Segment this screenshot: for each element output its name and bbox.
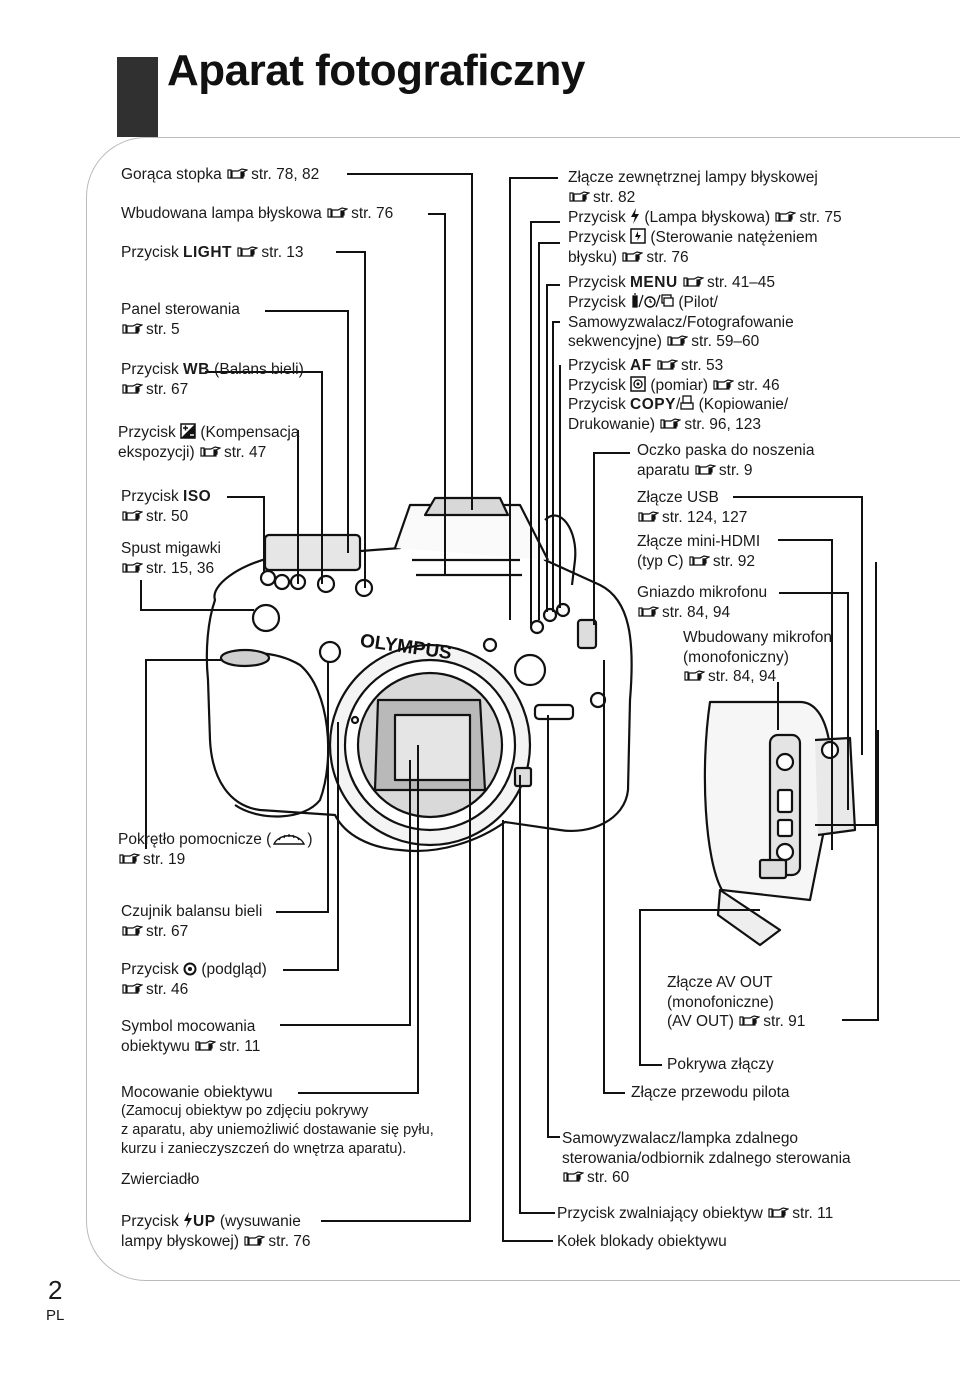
hand-pointer-icon bbox=[244, 1234, 266, 1246]
label-light-button: Przycisk LIGHT str. 13 bbox=[121, 244, 304, 261]
hand-pointer-icon bbox=[200, 445, 221, 457]
hand-pointer-icon bbox=[122, 982, 143, 994]
hand-pointer-icon bbox=[638, 510, 659, 522]
flash-icon bbox=[631, 208, 640, 224]
preview-icon bbox=[183, 962, 197, 976]
hand-pointer-icon bbox=[563, 1171, 584, 1182]
label-af-button: Przycisk AF str. 53 bbox=[568, 357, 724, 374]
hand-pointer-icon bbox=[622, 250, 644, 262]
hand-pointer-icon bbox=[227, 168, 249, 179]
label-microphone-jack: Gniazdo mikrofonu str. 84, 94 bbox=[637, 584, 768, 621]
label-preview-button: Przycisk (podgląd) str. 46 bbox=[121, 961, 267, 998]
label-usb-connector: Złącze USB str. 124, 127 bbox=[637, 489, 748, 526]
label-remote-cable-connector: Złącze przewodu pilota bbox=[631, 1084, 790, 1101]
label-flash-button: Przycisk (Lampa błyskowa) str. 75 bbox=[568, 208, 842, 226]
label-menu-button: Przycisk MENU str. 41–45 bbox=[568, 274, 776, 291]
hand-pointer-icon bbox=[695, 463, 716, 475]
hand-pointer-icon bbox=[119, 852, 140, 864]
hand-pointer-icon bbox=[122, 509, 143, 521]
label-lens-mount-note: (Zamocuj obiektyw po zdjęciu pokrywy z a… bbox=[121, 1103, 434, 1157]
label-shutter-release: Spust migawki str. 15, 36 bbox=[121, 540, 221, 577]
label-iso-button: Przycisk ISO str. 50 bbox=[121, 488, 212, 525]
page-title: Aparat fotograficzny bbox=[167, 46, 585, 95]
hand-pointer-icon bbox=[237, 246, 259, 257]
hand-pointer-icon bbox=[122, 924, 143, 936]
label-sub-dial: Pokrętło pomocnicze () str. 19 bbox=[118, 831, 313, 868]
page-number: 2 bbox=[48, 1275, 63, 1305]
label-mirror: Zwierciadło bbox=[121, 1171, 200, 1188]
flash-icon bbox=[184, 1212, 193, 1228]
hand-pointer-icon bbox=[667, 335, 689, 346]
label-lens-mount-mark: Symbol mocowania obiektywu str. 11 bbox=[121, 1018, 261, 1055]
exposure-compensation-icon bbox=[180, 423, 196, 439]
sub-dial-icon bbox=[273, 834, 306, 845]
print-icon bbox=[680, 395, 694, 410]
hand-pointer-icon bbox=[122, 561, 143, 573]
hand-pointer-icon bbox=[739, 1015, 761, 1026]
hand-pointer-icon bbox=[775, 211, 797, 222]
hand-pointer-icon bbox=[684, 670, 705, 681]
label-copy-button: Przycisk COPY/ (Kopiowanie/ Drukowanie) … bbox=[568, 395, 789, 433]
label-lens-release-button: Przycisk zwalniający obiektyw str. 11 bbox=[557, 1205, 834, 1222]
label-exposure-compensation: Przycisk (Kompensacja ekspozycji) str. 4… bbox=[118, 423, 300, 461]
label-av-out-connector: Złącze AV OUT (monofoniczne) (AV OUT) st… bbox=[667, 974, 806, 1030]
label-hdmi-connector: Złącze mini-HDMI (typ C) str. 92 bbox=[637, 533, 761, 570]
metering-icon bbox=[630, 376, 646, 392]
label-lens-mount: Mocowanie obiektywu bbox=[121, 1084, 273, 1101]
label-control-panel: Panel sterowania str. 5 bbox=[121, 301, 240, 338]
hand-pointer-icon bbox=[327, 207, 349, 218]
hand-pointer-icon bbox=[569, 190, 590, 202]
hand-pointer-icon bbox=[657, 359, 678, 370]
label-wb-button: Przycisk WB (Balans bieli) str. 67 bbox=[121, 361, 304, 398]
label-flash-up-button: Przycisk UP (wysuwanie lampy błyskowej) … bbox=[121, 1212, 311, 1250]
page-language: PL bbox=[46, 1307, 65, 1324]
label-flash-intensity-button: Przycisk (Sterowanie natężeniem błysku) … bbox=[568, 228, 818, 266]
label-metering-button: Przycisk (pomiar) str. 46 bbox=[568, 376, 780, 394]
header bbox=[0, 0, 960, 148]
label-connector-cover: Pokrywa złączy bbox=[667, 1056, 774, 1073]
label-self-timer-lamp: Samowyzwalacz/lampka zdalnego sterowania… bbox=[562, 1130, 851, 1186]
hand-pointer-icon bbox=[638, 605, 659, 617]
label-hot-shoe: Gorąca stopka str. 78, 82 bbox=[121, 166, 320, 183]
label-lens-lock-pin: Kołek blokady obiektywu bbox=[557, 1233, 727, 1250]
label-wb-sensor: Czujnik balansu bieli str. 67 bbox=[121, 903, 263, 940]
label-drive-button: Przycisk (Pilot/ Samowyzwalacz/Fotografo… bbox=[568, 293, 794, 350]
title-bar-block bbox=[117, 57, 158, 137]
label-external-flash-connector: Złącze zewnętrznej lampy błyskowej str. … bbox=[568, 169, 818, 206]
hand-pointer-icon bbox=[689, 554, 710, 566]
flash-intensity-icon bbox=[630, 228, 646, 244]
hand-pointer-icon bbox=[683, 276, 704, 287]
label-builtin-flash: Wbudowana lampa błyskowa str. 76 bbox=[121, 205, 394, 222]
hand-pointer-icon bbox=[195, 1039, 217, 1051]
hand-pointer-icon bbox=[768, 1207, 790, 1218]
hand-pointer-icon bbox=[122, 322, 143, 334]
label-strap-eyelet: Oczko paska do noszenia aparatu str. 9 bbox=[637, 442, 815, 479]
hand-pointer-icon bbox=[660, 417, 682, 429]
hand-pointer-icon bbox=[122, 382, 143, 394]
label-builtin-microphone: Wbudowany mikrofon (monofoniczny) str. 8… bbox=[683, 629, 833, 685]
hand-pointer-icon bbox=[713, 379, 735, 390]
drive-mode-icon bbox=[632, 293, 674, 308]
